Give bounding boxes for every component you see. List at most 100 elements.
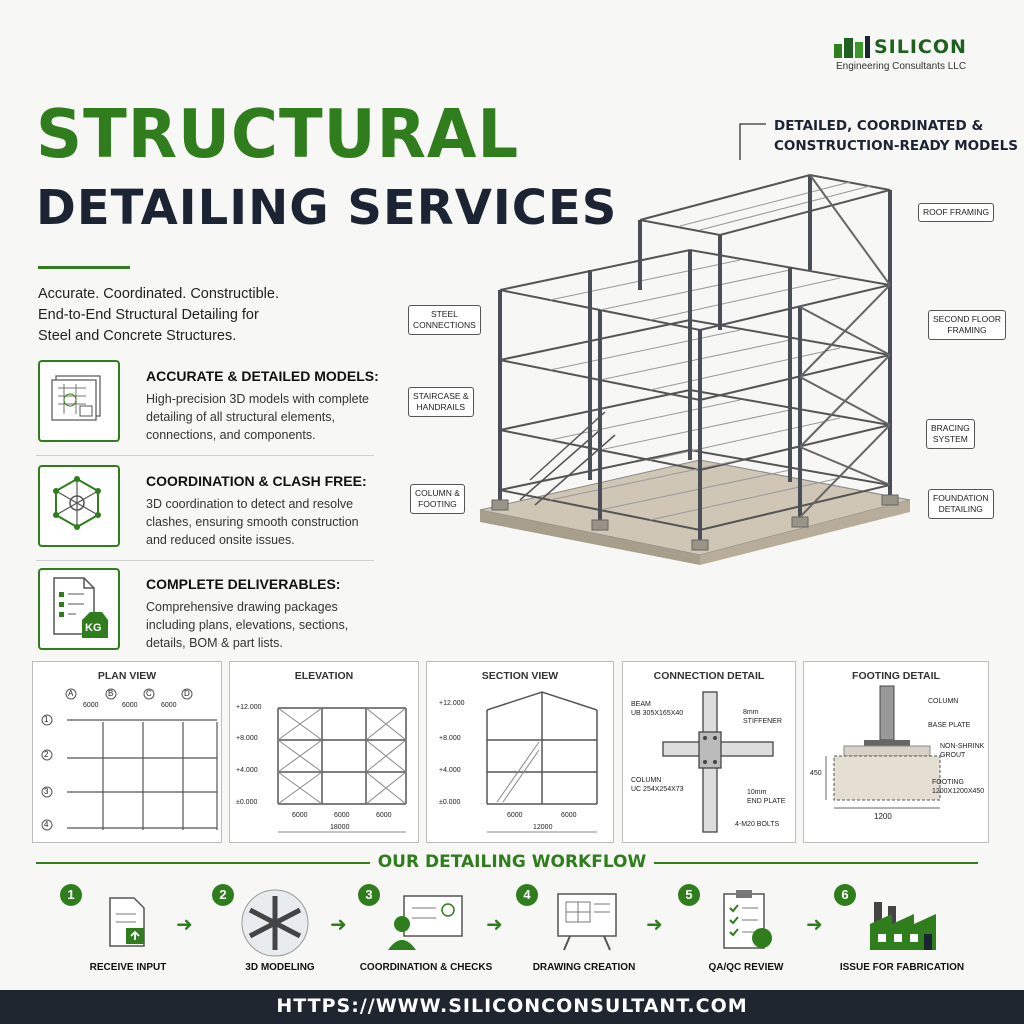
elevation-drawing [277, 707, 407, 833]
workflow-rule-right [626, 862, 978, 864]
beam-label: BEAM UB 305X165X40 [631, 700, 683, 718]
label-line: HANDRAILS [416, 402, 466, 412]
label-line: SYSTEM [932, 434, 968, 444]
workflow-step-1: 1 RECEIVE INPUT [58, 884, 198, 984]
steel-structure-3d-model [479, 173, 911, 565]
step-label: ISSUE FOR FABRICATION [839, 962, 965, 973]
grid-row-label: 3 [44, 787, 49, 796]
label-line: SECOND FLOOR [933, 314, 1002, 324]
feature-description: High-precision 3D models with complete d… [146, 392, 370, 442]
step-number: 3 [358, 884, 380, 906]
level-label: +12.000 [439, 700, 465, 707]
weight-badge: KG [85, 622, 102, 634]
feature-models: ACCURATE & DETAILED MODELS: High-precisi… [36, 360, 379, 452]
label-foundation-detailing: FOUNDATION DETAILING [928, 489, 994, 519]
label-line: 8mm [743, 709, 759, 716]
grid-row-label: 4 [44, 820, 49, 829]
step-number: 5 [678, 884, 700, 906]
level-label: +8.000 [439, 735, 461, 742]
step-number: 6 [834, 884, 856, 906]
end-plate-label: 10mm END PLATE [747, 788, 785, 806]
dimension-label: 6000 [334, 812, 350, 819]
page-title-line2: DETAILING SERVICES [36, 180, 618, 236]
level-label: ±0.000 [236, 799, 258, 806]
website-link[interactable]: HTTPS://WWW.SILICONCONSULTANT.COM [276, 995, 748, 1017]
arrow-right-icon: ➜ [646, 914, 663, 936]
dimension-total: 18000 [330, 824, 350, 831]
workflow-step-6: 6 ISSUE FOR FABRICATION [832, 884, 972, 984]
label-column-footing: COLUMN & FOOTING [410, 484, 465, 514]
panel-title: PLAN VIEW [97, 670, 157, 682]
label-line: FOOTING [418, 499, 457, 509]
label-line: UC 254X254X73 [631, 786, 684, 793]
label-line: BEAM [631, 701, 651, 708]
arrow-right-icon: ➜ [806, 914, 823, 936]
dimension-label: 6000 [83, 702, 99, 709]
depth-dimension: 450 [810, 770, 822, 777]
footer-bar: HTTPS://WWW.SILICONCONSULTANT.COM [0, 990, 1024, 1024]
workflow-step-4: 4 DRAWING CREATION [514, 884, 654, 984]
base-plate-label: BASE PLATE [928, 722, 971, 729]
label-line: COLUMN [631, 777, 662, 784]
label-staircase-handrails: STAIRCASE & HANDRAILS [408, 387, 474, 417]
workflow-rule-left [36, 862, 376, 864]
column-label: COLUMN UC 254X254X73 [631, 776, 684, 794]
footing-detail-drawing [825, 685, 941, 809]
label-line: FOOTING [932, 779, 964, 786]
label-line: CONNECTIONS [413, 320, 476, 330]
step-label: DRAWING CREATION [532, 962, 636, 973]
intro-line: Steel and Concrete Structures. [38, 328, 237, 344]
label-line: 1200X1200X450 [932, 788, 985, 795]
step-label: COORDINATION & CHECKS [359, 962, 493, 973]
feature-title: COMPLETE DELIVERABLES: [146, 576, 341, 592]
dimension-label: 6000 [507, 812, 523, 819]
label-line: 10mm [747, 789, 767, 796]
label-line: UB 305X165X40 [631, 710, 684, 717]
label-line: FOUNDATION [933, 493, 989, 503]
label-steel-connections: STEEL CONNECTIONS [408, 305, 481, 335]
dimension-label: 6000 [122, 702, 138, 709]
level-label: ±0.000 [439, 799, 461, 806]
level-label: +4.000 [439, 767, 461, 774]
panel-connection-detail: CONNECTION DETAIL BEAM UB 305X165X40 8mm… [622, 661, 796, 843]
workflow-step-5: 5 QA/QC REVIEW [676, 884, 816, 984]
callout-bracket [739, 123, 766, 160]
plan-view-drawing [41, 688, 218, 831]
feature-description: Comprehensive drawing packages including… [146, 600, 349, 650]
coordination-icon [38, 465, 120, 547]
stiffener-label: 8mm STIFFENER [743, 708, 782, 726]
label-line: STAIRCASE & [413, 391, 469, 401]
label-line: STIFFENER [743, 718, 782, 725]
callout-line: DETAILED, COORDINATED & [774, 118, 984, 134]
brand-logo: SILICON Engineering Consultants LLC [832, 34, 982, 78]
level-label: +12.000 [236, 704, 262, 711]
arrow-right-icon: ➜ [176, 914, 193, 936]
feature-description: 3D coordination to detect and resolve cl… [146, 497, 359, 547]
callout-line: CONSTRUCTION-READY MODELS [774, 138, 1018, 154]
label-line: STEEL [430, 309, 458, 319]
step-number: 4 [516, 884, 538, 906]
panel-title: CONNECTION DETAIL [653, 670, 765, 682]
step-label: 3D MODELING [245, 962, 315, 973]
label-line: NON-SHRINK [940, 743, 985, 750]
factory-icon [870, 902, 936, 950]
grid-col-label: D [184, 689, 190, 698]
step-label: QA/QC REVIEW [708, 962, 784, 973]
level-label: +8.000 [236, 735, 258, 742]
dimension-label: 6000 [561, 812, 577, 819]
panel-title: FOOTING DETAIL [852, 670, 940, 682]
brand-subtitle: Engineering Consultants LLC [836, 61, 967, 72]
label-line: END PLATE [747, 798, 786, 805]
grid-col-label: A [68, 689, 74, 698]
panel-plan-view: PLAN VIEW A B C D 1 2 3 4 6000 6000 6000 [32, 661, 222, 843]
feature-deliverables: KG COMPLETE DELIVERABLES: Comprehensive … [36, 568, 376, 660]
panel-section-view: SECTION VIEW +12.000 +8.000 +4.000 ±0.00… [426, 661, 614, 843]
connection-detail-drawing [662, 691, 774, 833]
blueprint-icon [38, 360, 120, 442]
step-number: 1 [60, 884, 82, 906]
dimension-label: 6000 [161, 702, 177, 709]
intro-text: Accurate. Coordinated. Constructible. En… [38, 284, 358, 347]
model-callout-title: DETAILED, COORDINATED & CONSTRUCTION-REA… [774, 116, 1018, 156]
label-line: FRAMING [947, 325, 987, 335]
grid-col-label: B [108, 689, 114, 698]
